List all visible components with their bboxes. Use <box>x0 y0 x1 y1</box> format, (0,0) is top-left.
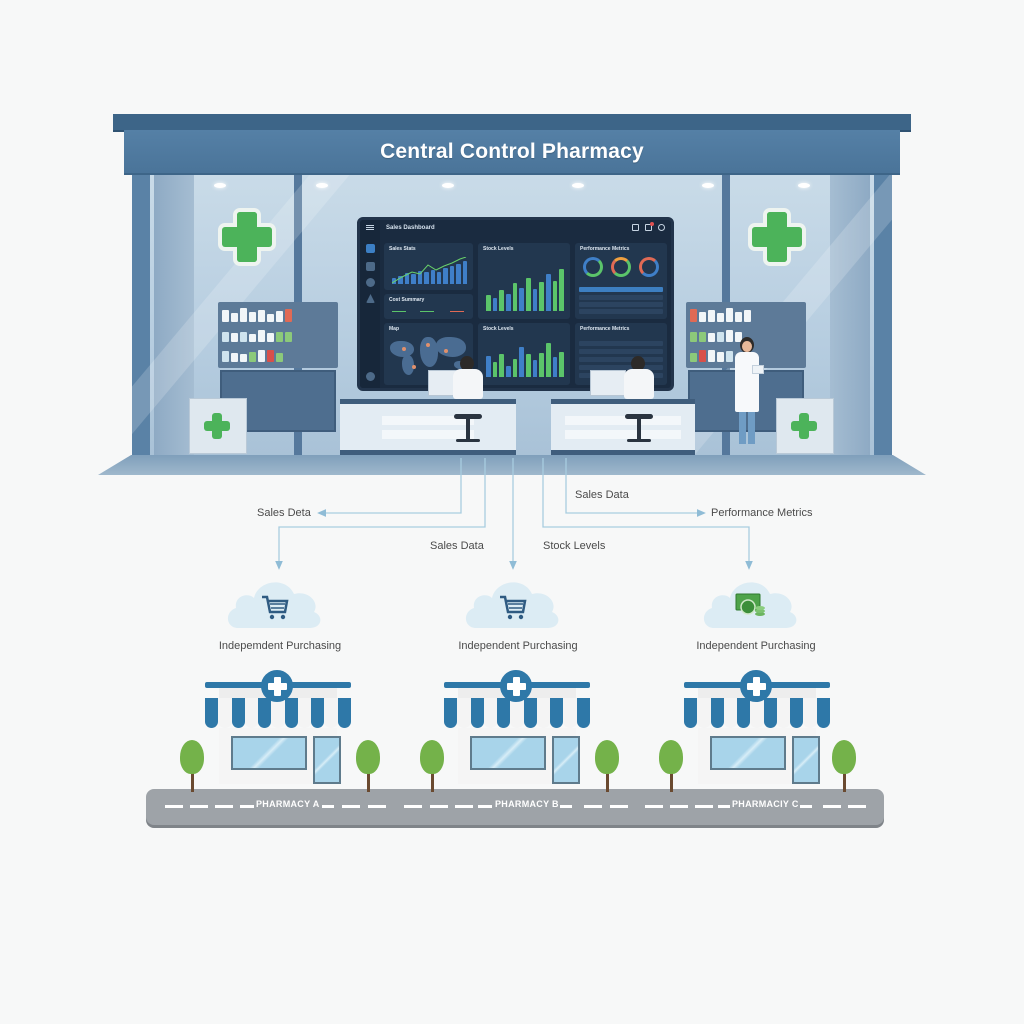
building-floor <box>98 455 926 475</box>
purchasing-label-b: Independent Purchasing <box>458 640 578 652</box>
pharmacy-c-label: PHARMACIY C <box>732 799 799 809</box>
flow-label-stock-levels: Stock Levels <box>543 540 606 552</box>
money-icon <box>735 593 765 616</box>
dashboard-header: Sales Dashboard <box>360 220 671 236</box>
shop-window <box>231 736 307 770</box>
profile-icon[interactable] <box>658 224 665 231</box>
ceiling-light <box>798 183 810 188</box>
shopping-cart-icon <box>262 595 289 620</box>
panel-title: Performance Metrics <box>580 326 630 332</box>
tree-icon <box>356 740 380 792</box>
sales-stats-panel: Sales Stats <box>384 243 473 290</box>
donut-chart <box>583 257 603 277</box>
counter-kiosk <box>776 398 834 454</box>
donut-chart <box>611 257 631 277</box>
ceiling-light <box>702 183 714 188</box>
pharmacy-cross-icon <box>740 670 772 702</box>
purchasing-label-c: Independent Purchasing <box>696 640 816 652</box>
shop-door <box>313 736 341 784</box>
control-desk-left <box>340 399 516 455</box>
panel-title: Sales Stats <box>389 246 416 252</box>
shopping-cart-icon <box>500 595 527 620</box>
menu-icon[interactable] <box>366 225 374 226</box>
pharmacy-a-label: PHARMACY A <box>256 799 320 809</box>
chart-icon[interactable] <box>366 244 375 253</box>
stock-levels-panel: Stock Levels <box>478 243 570 319</box>
pharmacy-b-label: PHARMACY B <box>495 799 559 809</box>
right-pillar <box>874 175 892 455</box>
pharmacy-a-shop <box>205 670 351 792</box>
shop-window <box>710 736 786 770</box>
grid-icon[interactable] <box>366 262 375 271</box>
flow-label-sales-data-right: Sales Data <box>575 489 629 501</box>
pharmacist-figure <box>734 337 764 447</box>
panel-title: Cost Summary <box>389 297 425 303</box>
tree-icon <box>180 740 204 792</box>
building-sign: Central Control Pharmacy <box>124 130 900 175</box>
purchasing-label-a: Indepemdent Purchasing <box>218 640 342 652</box>
notification-icon[interactable] <box>645 222 654 231</box>
panel-title: Stock Levels <box>483 326 514 332</box>
tree-icon <box>595 740 619 792</box>
purchasing-cloud-a <box>224 572 324 628</box>
pharmacy-c-shop <box>684 670 830 792</box>
counter-kiosk <box>189 398 247 454</box>
tree-icon <box>659 740 683 792</box>
green-cross-icon <box>220 210 274 264</box>
layout-icon[interactable] <box>632 224 639 231</box>
donut-chart <box>639 257 659 277</box>
pharmacy-b-shop <box>444 670 590 792</box>
tree-icon <box>420 740 444 792</box>
pharmacy-cross-icon <box>500 670 532 702</box>
flow-label-sales-data-center: Sales Data <box>430 540 484 552</box>
ceiling-light <box>442 183 454 188</box>
panel-title: Performance Metrics <box>580 246 630 252</box>
purchasing-cloud-c <box>700 572 800 628</box>
left-pillar <box>132 175 150 455</box>
flow-label-sales-data-left: Sales Deta <box>257 507 311 519</box>
shop-door <box>552 736 580 784</box>
medicine-shelf <box>218 302 338 368</box>
tree-icon <box>832 740 856 792</box>
operator-figure <box>450 356 486 442</box>
dashboard-sidebar <box>360 220 380 388</box>
operator-figure <box>621 356 657 442</box>
flow-label-performance-metrics: Performance Metrics <box>711 507 813 519</box>
control-desk-right <box>551 399 695 455</box>
panel-title: Map <box>389 326 399 332</box>
road <box>146 789 884 825</box>
desk-monitor <box>590 370 626 396</box>
pharmacy-cross-icon <box>261 670 293 702</box>
shop-window <box>470 736 546 770</box>
cost-summary-panel: Cost Summary <box>384 294 473 319</box>
green-cross-icon <box>750 210 804 264</box>
shop-door <box>792 736 820 784</box>
pie-icon[interactable] <box>366 278 375 287</box>
ceiling-light <box>316 183 328 188</box>
warning-icon[interactable] <box>366 294 375 303</box>
left-side-wall <box>154 175 194 455</box>
ceiling-light <box>214 183 226 188</box>
panel-title: Stock Levels <box>483 246 514 252</box>
performance-metrics-panel: Performance Metrics <box>575 243 667 319</box>
ceiling-light <box>572 183 584 188</box>
roof <box>113 114 911 130</box>
purchasing-cloud-b <box>462 572 562 628</box>
building-title: Central Control Pharmacy <box>380 139 644 163</box>
settings-icon[interactable] <box>366 372 375 381</box>
stock-levels-panel-2: Stock Levels <box>478 323 570 385</box>
dashboard-title: Sales Dashboard <box>386 225 435 231</box>
